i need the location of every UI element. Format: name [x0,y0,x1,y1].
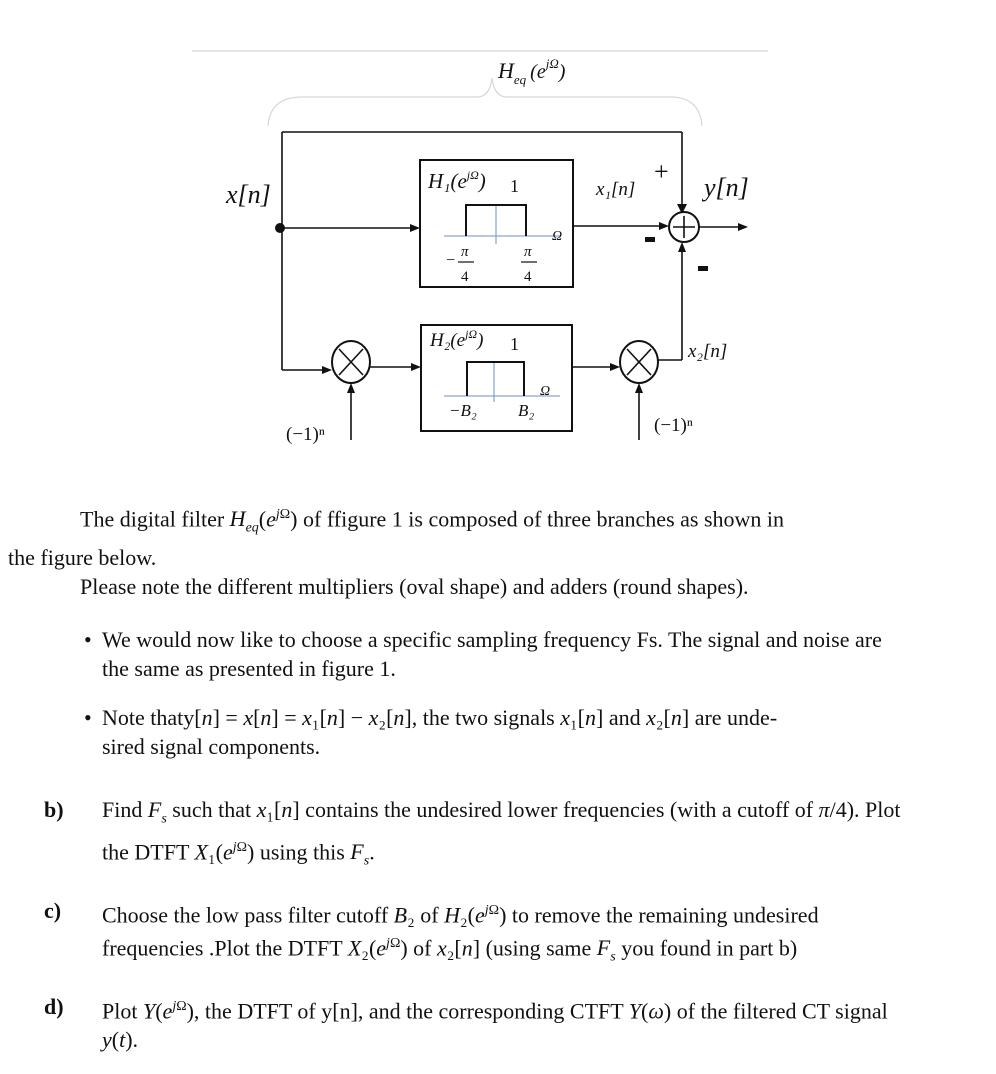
h1-passband [465,204,527,236]
h2-filter-box [420,324,573,432]
plus-sign: + [654,157,669,186]
h2-passband [466,361,525,396]
mult-to-h2-arrow [411,363,421,371]
bullet-list: •We would now like to choose a specific … [44,625,914,761]
mod-left-label: (−1)ⁿ [286,424,325,445]
input-label: x[n] [225,180,271,209]
part-b: b)Find Fs such that x₁[n] contains the u… [44,796,901,869]
h2-left-cut: −B₂ [449,401,477,420]
output-label: y[n] [701,173,749,202]
x1-label: x₁[n] [595,179,635,200]
bullet-item: •We would now like to choose a specific … [84,626,882,681]
mod-left-arrow [347,383,355,393]
h2-label: H₂(ejΩ) [429,327,483,351]
intro-paragraph: The digital filter Heq(ejΩ) of ffigure 1… [8,506,785,570]
output-arrow [738,223,748,231]
h2-right-cut: B₂ [518,401,534,420]
mod-right-label: (−1)ⁿ [654,415,693,436]
part-d: d)Plot Y(ejΩ), the DTFT of y[n], and the… [44,993,888,1053]
h2-peak-value: 1 [510,334,519,354]
x2-label: x₂[n] [687,341,727,362]
problem-text: The digital filter Heq(ejΩ) of ffigure 1… [8,500,914,1074]
heq-brace [267,77,703,127]
h1-right-den: 4 [524,269,532,285]
h1-label: H₁(ejΩ) [427,168,486,193]
x1-arrow [659,222,669,230]
multiplier-right-x2 [626,348,652,376]
h2-output-arrow [610,363,620,371]
part-c: c)Choose the low pass filter cutoff B₂ o… [44,897,819,965]
junction-dot [275,223,285,233]
minus-sign-left [645,237,655,242]
h1-peak-value: 1 [510,176,519,196]
minus-sign-bottom [698,266,708,271]
h1-input-arrow [410,224,420,232]
h1-left-num: π [461,244,469,260]
intro-note: Please note the different multipliers (o… [80,573,749,599]
bypass-arrow [677,204,687,214]
h1-omega: Ω [552,229,562,244]
block-diagram: Heq(ejΩ) x[n] H₁(ejΩ) 1 Ω − π 4 π 4 x₁[n… [192,50,768,445]
lower-branch-arrow [322,366,332,374]
mod-right-arrow [635,383,643,393]
multiplier-left-x2 [338,348,364,376]
heq-label: Heq(ejΩ) [497,56,566,87]
h1-left-den: 4 [461,269,469,285]
question-parts: b)Find Fs such that x₁[n] contains the u… [44,795,914,1054]
h1-left-sign: − [446,252,455,269]
h2-omega: Ω [540,384,550,399]
h1-right-num: π [524,244,532,260]
x2-arrow [678,242,686,252]
bullet-item: •Note thaty[n] = x[n] = x₁[n] − x₂[n], t… [84,704,778,759]
